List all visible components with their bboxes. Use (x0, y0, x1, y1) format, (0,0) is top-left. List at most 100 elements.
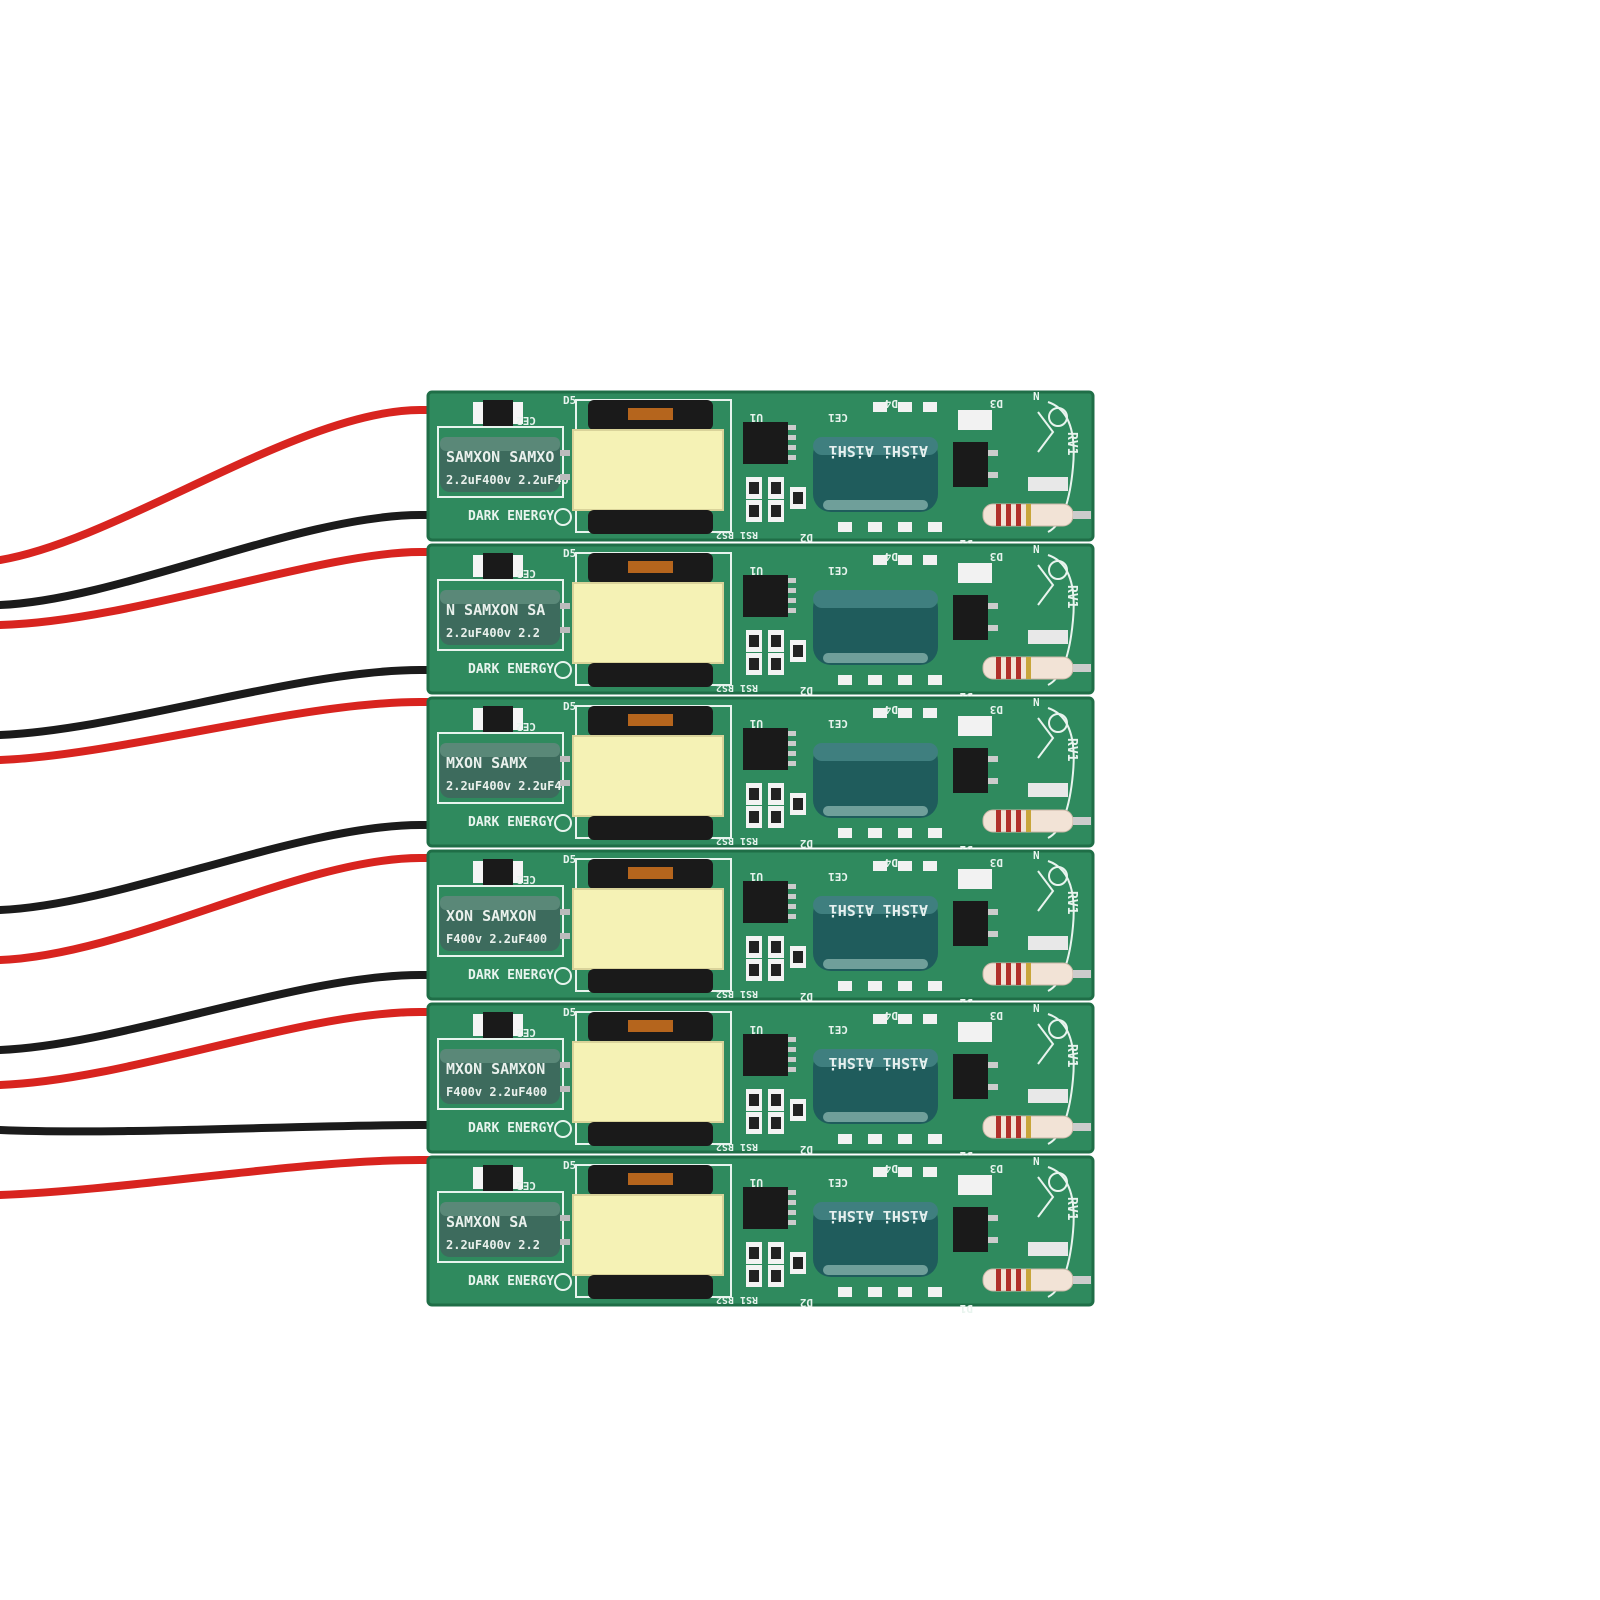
silk-d3: D3 (990, 1009, 1003, 1022)
brand-label: DARK ENERGY (468, 1121, 554, 1136)
big-capacitor (813, 437, 938, 512)
silk-n: N (1033, 849, 1040, 862)
silk-ce2: CE2 (516, 414, 536, 427)
transistor-pin (988, 472, 998, 478)
resistor-band (1026, 1116, 1031, 1138)
small-capacitor-highlight (440, 743, 560, 757)
big-capacitor (813, 1049, 938, 1124)
silk-zigzag (1037, 564, 1055, 606)
small-capacitor-label: SAMXON SA (446, 1213, 527, 1231)
mount-hole (1048, 407, 1068, 427)
transformer-core-bottom (588, 1275, 713, 1299)
small-capacitor-highlight (440, 1202, 560, 1216)
ic-pin (788, 1190, 796, 1195)
silk-d5: D5 (563, 853, 576, 866)
big-capacitor-highlight (813, 1049, 938, 1067)
silk-n: N (1033, 696, 1040, 709)
smd-diode (873, 861, 887, 871)
small-capacitor-highlight (440, 590, 560, 604)
silk-ce1: CE1 (828, 717, 848, 730)
transformer-coil (628, 561, 673, 573)
transistor-pin (988, 1237, 998, 1243)
smd-resistor-body (749, 1117, 759, 1129)
smd-resistor-body (793, 798, 803, 810)
silk-outline (437, 1191, 564, 1263)
ic-pin (788, 445, 796, 450)
small-capacitor-highlight (440, 896, 560, 910)
silk-d2: D2 (800, 531, 813, 544)
wire-black-8 (0, 971, 434, 1054)
silk-d4: D4 (884, 1009, 898, 1022)
smd-resistor-body (749, 658, 759, 670)
ic-pin (788, 455, 796, 460)
ic-pin (788, 598, 796, 603)
silk-rs: RS1 RS2 (716, 1294, 758, 1305)
resistor-band (1026, 657, 1031, 679)
transistor-pin (988, 756, 998, 762)
capacitor-lead (560, 1239, 570, 1245)
smd-diode (898, 1287, 912, 1297)
transistor-pin (988, 450, 998, 456)
silk-n: N (1033, 390, 1040, 403)
silk-rs: RS1 RS2 (716, 529, 758, 540)
silk-u1: U1 (749, 411, 763, 424)
smd-diode (868, 981, 882, 991)
smd-diode (873, 1167, 887, 1177)
resistor-band (1026, 963, 1031, 985)
smd-resistor-body (771, 1270, 781, 1282)
small-capacitor-highlight (440, 1049, 560, 1063)
big-capacitor-highlight (813, 896, 938, 914)
big-capacitor-label: AiSHi AiSHi (829, 1207, 928, 1225)
transistor-pin (988, 625, 998, 631)
silk-rs: RS1 RS2 (716, 1141, 758, 1152)
resistor-band (996, 1269, 1001, 1291)
smd-diode (928, 981, 942, 991)
transformer-tape (572, 888, 724, 970)
big-capacitor-highlight (813, 437, 938, 455)
smd-diode (873, 708, 887, 718)
smd-diode (868, 675, 882, 685)
smd-diode (898, 1134, 912, 1144)
transistor (953, 1207, 988, 1252)
silk-outline (437, 579, 564, 651)
smd-diode (868, 1287, 882, 1297)
silk-d2: D2 (800, 1143, 813, 1156)
silk-d3: D3 (990, 856, 1003, 869)
smd-part (958, 1022, 992, 1042)
ic-pin (788, 1220, 796, 1225)
silk-zigzag (1037, 717, 1055, 759)
small-capacitor-label: MXON SAMXON (446, 1060, 545, 1078)
smd-diode (923, 1014, 937, 1024)
smd-resistor-body (771, 788, 781, 800)
mount-hole (554, 814, 572, 832)
small-capacitor-label: SAMXON SAMXO (446, 448, 554, 466)
silk-ce2: CE2 (516, 720, 536, 733)
pad (1028, 630, 1068, 644)
smd-resistor-body (771, 658, 781, 670)
capacitor-lead (560, 450, 570, 456)
smd-diode (928, 675, 942, 685)
silk-rs: RS1 RS2 (716, 682, 758, 693)
silk-zigzag (1037, 1023, 1055, 1065)
smd-diode (928, 828, 942, 838)
smd-diode (873, 555, 887, 565)
wire-red-11 (0, 1156, 434, 1199)
transformer-coil (628, 408, 673, 420)
silk-n: N (1033, 1002, 1040, 1015)
smd-resistor-body (793, 951, 803, 963)
smd-diode (838, 522, 852, 532)
resistor-band (1006, 810, 1011, 832)
transformer-tape (572, 429, 724, 511)
smd-resistor-body (771, 482, 781, 494)
smd-resistor-body (771, 1094, 781, 1106)
silk-d4: D4 (884, 1162, 898, 1175)
big-capacitor-highlight (813, 1202, 938, 1220)
big-capacitor (813, 896, 938, 971)
transformer-core-bottom (588, 510, 713, 534)
diode-d5 (483, 1165, 513, 1191)
small-capacitor-rating: 2.2uF400v 2.2uF4 (446, 779, 562, 793)
silk-rv1: RV1 (1064, 891, 1079, 915)
